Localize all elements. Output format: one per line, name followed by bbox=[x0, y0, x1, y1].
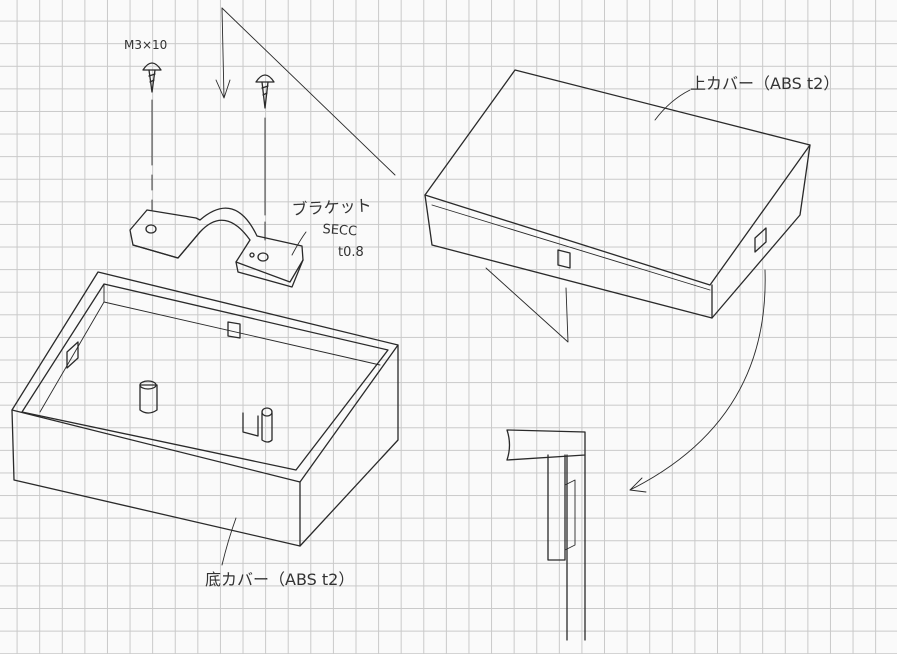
view-triangle-right bbox=[485, 267, 569, 343]
screw-left bbox=[142, 62, 162, 211]
bracket-label: ブラケット bbox=[291, 195, 373, 219]
bracket-thickness-label: t0.8 bbox=[338, 245, 364, 260]
view-triangle-top bbox=[215, 7, 396, 176]
bottom-cover bbox=[11, 271, 399, 566]
curved-arrow bbox=[629, 269, 766, 493]
screw-right bbox=[255, 74, 275, 241]
top-cover-label: 上カバー（ABS t2） bbox=[690, 74, 840, 93]
bracket-material-label: SECC bbox=[321, 222, 358, 240]
screw-label: M3×10 bbox=[124, 38, 168, 52]
bracket bbox=[129, 207, 307, 288]
top-cover bbox=[424, 69, 811, 319]
section-detail bbox=[506, 429, 586, 641]
bottom-cover-label: 底カバー（ABS t2） bbox=[205, 570, 355, 589]
